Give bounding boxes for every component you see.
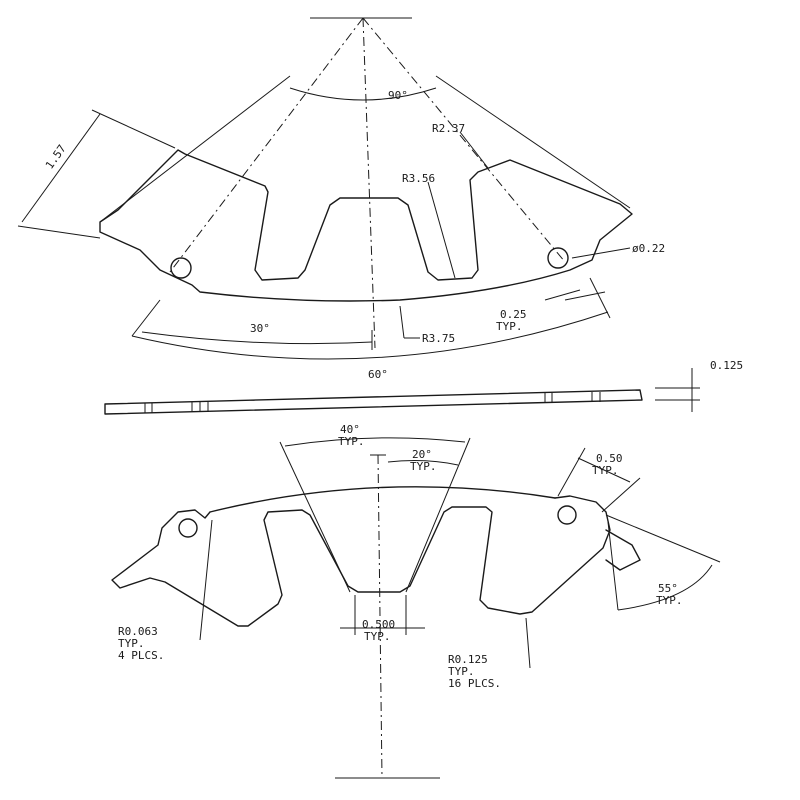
side-view: 0.125 <box>104 359 743 415</box>
side-bar-outline <box>104 389 643 415</box>
dim-157-line <box>21 113 101 223</box>
angle-40-arc <box>284 437 466 447</box>
label-angle-30: 30° <box>250 322 270 335</box>
label-thickness: 0.125 <box>710 359 743 372</box>
label-width-050-typ: TYP. <box>592 464 619 477</box>
angle-20-arc <box>387 460 459 466</box>
label-r0125: R0.125 <box>448 653 488 666</box>
top-center-line <box>362 17 376 349</box>
label-r237: R2.37 <box>432 122 465 135</box>
top-hole-left <box>170 257 192 279</box>
label-angle-60: 60° <box>368 368 388 381</box>
leader-r0063 <box>199 519 213 641</box>
top-outer-guide-right <box>435 75 631 209</box>
top-construction-left <box>169 17 364 273</box>
label-angle-55: 55° <box>658 582 678 595</box>
top-hole-right <box>547 247 569 269</box>
dim-157-ext-bottom <box>17 225 101 239</box>
dim-30-ext-left <box>131 299 161 337</box>
label-025-typ: TYP. <box>496 320 523 333</box>
dim-050-ext-right <box>601 477 641 513</box>
label-angle-40: 40° <box>340 423 360 436</box>
top-view: 90° R2.37 R3.56 1.57 ø0.22 0.25 TYP. 30°… <box>17 17 665 381</box>
label-025: 0.25 <box>500 308 527 321</box>
angle-55-arc <box>617 564 713 611</box>
label-angle-40-typ: TYP. <box>338 435 365 448</box>
bottom-center-line <box>377 454 383 779</box>
angle-90-arc <box>289 87 437 101</box>
label-width-050: 0.50 <box>596 452 623 465</box>
label-width-0500: 0.500 <box>362 618 395 631</box>
bottom-outer-arc <box>209 486 556 513</box>
dim-025-b <box>564 291 606 301</box>
label-r0125-count: 16 PLCS. <box>448 677 501 690</box>
dim-157-ext-top <box>91 109 176 149</box>
label-r0063: R0.063 <box>118 625 158 638</box>
top-construction-right <box>362 17 566 263</box>
angle-40-right <box>405 437 471 593</box>
label-r375: R3.75 <box>422 332 455 345</box>
label-angle-20-typ: TYP. <box>410 460 437 473</box>
dim-050-line <box>577 457 631 483</box>
leader-r356 <box>427 181 456 279</box>
leader-hole <box>571 247 631 259</box>
label-157: 1.57 <box>43 142 69 171</box>
label-r0063-typ: TYP. <box>118 637 145 650</box>
bottom-hole-right <box>557 505 577 525</box>
label-angle-20: 20° <box>412 448 432 461</box>
label-hole-dia: ø0.22 <box>632 242 665 255</box>
leader-r237 <box>459 131 489 169</box>
leader-r0125 <box>525 617 531 669</box>
top-outer-guide-left <box>99 75 291 223</box>
label-angle-55-typ: TYP. <box>656 594 683 607</box>
leader-r375 <box>399 305 405 339</box>
bottom-right-flange <box>605 529 641 571</box>
dim-60-ext-right <box>589 277 611 319</box>
bottom-hole-left <box>178 518 198 538</box>
angle-55-line <box>605 514 721 563</box>
label-r356: R3.56 <box>402 172 435 185</box>
label-angle-90: 90° <box>388 89 408 102</box>
dim-050-ext-left <box>557 447 586 497</box>
angle-55-ext <box>607 521 619 611</box>
angle-60-arc <box>131 311 609 360</box>
dim-025-a <box>544 289 581 301</box>
top-part-outline <box>99 149 633 302</box>
label-width-0500-typ: TYP. <box>364 630 391 643</box>
label-r0125-typ: TYP. <box>448 665 475 678</box>
angle-30-arc <box>141 331 373 345</box>
label-r0063-count: 4 PLCS. <box>118 649 164 662</box>
bottom-part-outline <box>111 495 611 627</box>
bottom-view: 40° TYP. 20° TYP. 0.50 TYP. 55° TYP. 0.5… <box>111 423 721 779</box>
